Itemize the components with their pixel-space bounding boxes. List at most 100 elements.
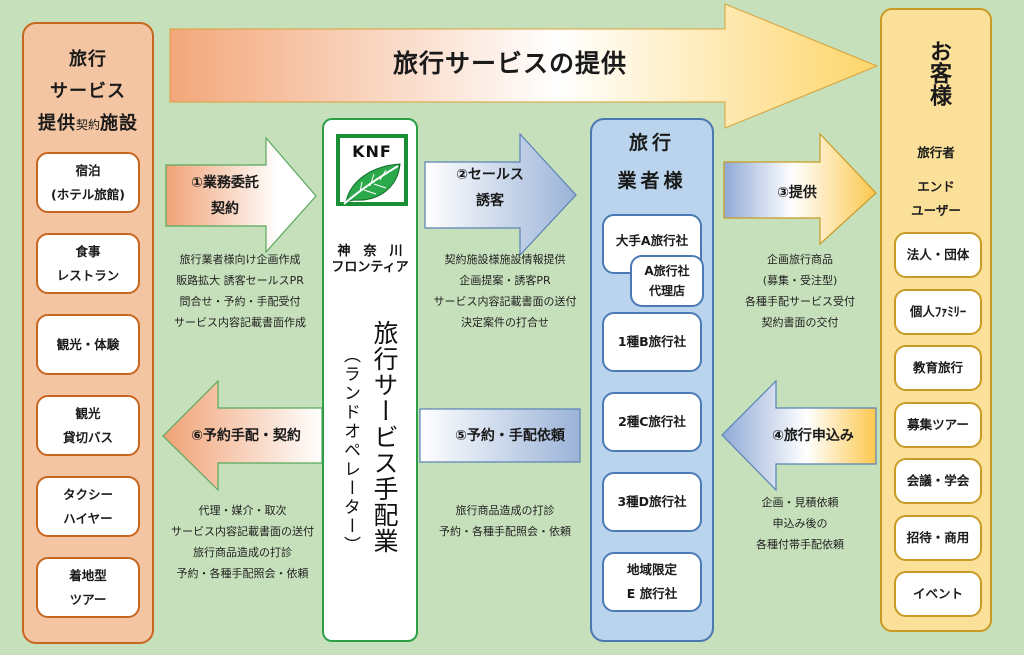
customer-card-corporate[interactable]: 法人・団体 <box>894 232 982 278</box>
flow-1-note: サービス内容記載書面作成 <box>174 316 306 329</box>
flow-5-arrow <box>419 408 581 463</box>
customers-sub-travelers: 旅行者 <box>917 145 955 160</box>
flow-3-notes: 企画旅行商品 (募集・受注型) 各種手配サービス受付 契約書面の交付 <box>725 249 875 333</box>
agency-card-line1: A旅行社 <box>644 264 690 278</box>
agency-card-class2-c[interactable]: 2種C旅行社 <box>602 392 702 452</box>
flow-4-label-line1: ④旅行申込み <box>772 428 854 444</box>
providers-title-line1: 旅行 <box>69 49 107 70</box>
flow-4-notes: 企画・見積依頼 申込み後の 各種付帯手配依頼 <box>725 492 875 555</box>
providers-title-line2: サービス <box>50 81 126 102</box>
service-banner-arrow <box>169 3 879 129</box>
flow-4-note: 各種付帯手配依頼 <box>756 538 844 551</box>
flow-3-note: 企画旅行商品 <box>767 253 833 266</box>
knf-name-line1: 神 奈 川 <box>337 244 403 259</box>
flow-2-note: 決定案件の打合せ <box>461 316 549 329</box>
customer-card-conference[interactable]: 会議・学会 <box>894 458 982 504</box>
knf-logo-letters: KNF <box>352 142 392 161</box>
flow-1-notes: 旅行業者様向け企画作成 販路拡大 誘客セールスPR 問合せ・予約・手配受付 サー… <box>160 249 320 333</box>
provider-card-line2: ハイヤー <box>63 510 113 526</box>
flow-5-label: ⑤予約・手配依頼 <box>440 423 580 449</box>
agency-card-line1: 地域限定 <box>626 562 677 577</box>
flow-6-note: 代理・媒介・取次 <box>198 504 287 517</box>
leaf-icon <box>343 163 401 205</box>
knf-name-line2: フロンティア <box>331 260 409 275</box>
flow-6-label: ⑥予約手配・契約 <box>176 423 316 449</box>
flow-2-note: 企画提案・誘客PR <box>459 274 551 287</box>
provider-card-line2: ツアー <box>69 591 107 607</box>
flow-5-note: 旅行商品造成の打診 <box>455 504 555 517</box>
provider-card-line1: 着地型 <box>69 567 107 583</box>
provider-card-line1: 食事 <box>75 243 101 259</box>
flow-3-note: 契約書面の交付 <box>761 316 839 329</box>
flow-1-note: 問合せ・予約・手配受付 <box>179 295 301 308</box>
provider-card-sightseeing[interactable]: 観光・体験 <box>36 314 140 375</box>
flow-6-note: 予約・各種手配照会・依頼 <box>176 567 309 580</box>
flow-3-note: (募集・受注型) <box>762 274 838 287</box>
agency-card-a-affiliate[interactable]: A旅行社 代理店 <box>630 255 704 307</box>
flow-4-label: ④旅行申込み <box>758 423 868 449</box>
agency-card-class1-b[interactable]: 1種B旅行社 <box>602 312 702 372</box>
agency-card-line2: 代理店 <box>648 284 685 298</box>
flow-3-arrow <box>723 132 877 246</box>
agencies-title-line1: 旅行 <box>628 132 675 154</box>
providers-column: 旅行 サービス 提供契約施設 宿泊 (ホテル旅館) 食事 レストラン 観光・体験… <box>22 22 154 644</box>
customer-card-package-tour[interactable]: 募集ツアー <box>894 402 982 448</box>
provider-card-line1: 観光 <box>75 405 101 421</box>
flow-2-notes: 契約施設様施設情報提供 企画提案・誘客PR サービス内容記載書面の送付 決定案件… <box>420 249 590 333</box>
customers-sub-end: エンド <box>917 179 955 194</box>
flow-2-label-line2: 誘客 <box>476 193 504 209</box>
flow-6-note: 旅行商品造成の打診 <box>193 546 292 559</box>
flow-4-note: 企画・見積依頼 <box>761 496 839 509</box>
customers-title: お客様 <box>926 40 951 106</box>
flow-1-note: 旅行業者様向け企画作成 <box>179 253 301 266</box>
flow-3-label: ③提供 <box>752 180 842 206</box>
flow-1-arrow <box>165 136 317 254</box>
customer-card-family[interactable]: 個人ﾌｧﾐﾘｰ <box>894 289 982 335</box>
knf-logo: KNF <box>336 134 408 206</box>
provider-card-line1: 宿泊 <box>75 162 101 178</box>
agencies-title: 旅行 業者様 <box>592 124 712 200</box>
flow-2-note: サービス内容記載書面の送付 <box>433 295 577 308</box>
agency-card-line1: 大手A旅行社 <box>615 233 689 248</box>
flow-1-label-line2: 契約 <box>211 201 239 217</box>
flow-4-note: 申込み後の <box>772 517 828 530</box>
provider-card-line1: 観光・体験 <box>56 336 120 352</box>
customer-card-event[interactable]: イベント <box>894 571 982 617</box>
flow-2-label-line1: ②セールス <box>456 167 524 183</box>
knf-role: 旅行サービス手配業 <box>370 320 399 554</box>
agencies-column: 旅行 業者様 大手A旅行社 A旅行社 代理店 1種B旅行社 2種C旅行社 3種D… <box>590 118 714 642</box>
flow-3-label-line1: ③提供 <box>777 185 817 201</box>
customer-card-school-trip[interactable]: 教育旅行 <box>894 345 982 391</box>
agency-card-class3-d[interactable]: 3種D旅行社 <box>602 472 702 532</box>
service-banner-label: 旅行サービスの提供 <box>392 49 627 78</box>
agencies-title-line2: 業者様 <box>617 170 687 192</box>
provider-card-line1: タクシー <box>62 486 113 502</box>
agency-card-line1: 3種D旅行社 <box>617 494 687 509</box>
provider-card-taxi[interactable]: タクシー ハイヤー <box>36 476 140 537</box>
provider-card-lodging[interactable]: 宿泊 (ホテル旅館) <box>36 152 140 213</box>
provider-card-line2: 貸切バス <box>62 429 113 445</box>
agency-card-line1: 1種B旅行社 <box>617 334 687 349</box>
customers-column: お客様 旅行者 エンド ユーザー 法人・団体 個人ﾌｧﾐﾘｰ 教育旅行 募集ツア… <box>880 8 992 632</box>
agency-card-line2: E 旅行社 <box>626 586 678 601</box>
provider-card-line2: (ホテル旅館) <box>51 186 125 202</box>
knf-column: KNF 神 奈 川 フロンティア 旅行サービス手配業 （ランドオペレーター） <box>322 118 418 642</box>
flow-2-arrow <box>424 132 577 257</box>
agency-card-line1: 2種C旅行社 <box>618 414 686 429</box>
provider-card-charter-bus[interactable]: 観光 貸切バス <box>36 395 140 456</box>
provider-card-local-tour[interactable]: 着地型 ツアー <box>36 557 140 618</box>
knf-role-sub: （ランドオペレーター） <box>340 346 360 555</box>
provider-card-line2: レストラン <box>56 267 120 283</box>
flow-6-note: サービス内容記載書面の送付 <box>171 525 314 538</box>
providers-title: 旅行 サービス 提供契約施設 <box>24 44 152 141</box>
agency-card-regional-e[interactable]: 地域限定 E 旅行社 <box>602 552 702 612</box>
providers-title-line3: 提供契約施設 <box>37 113 138 134</box>
flow-2-note: 契約施設様施設情報提供 <box>444 253 566 266</box>
flow-5-label-line1: ⑤予約・手配依頼 <box>455 428 565 444</box>
provider-card-dining[interactable]: 食事 レストラン <box>36 233 140 294</box>
flow-3-note: 各種手配サービス受付 <box>745 295 855 308</box>
customer-card-business[interactable]: 招待・商用 <box>894 515 982 561</box>
flow-1-label-line1: ①業務委託 <box>191 175 259 191</box>
flow-2-label: ②セールス 誘客 <box>440 162 540 214</box>
